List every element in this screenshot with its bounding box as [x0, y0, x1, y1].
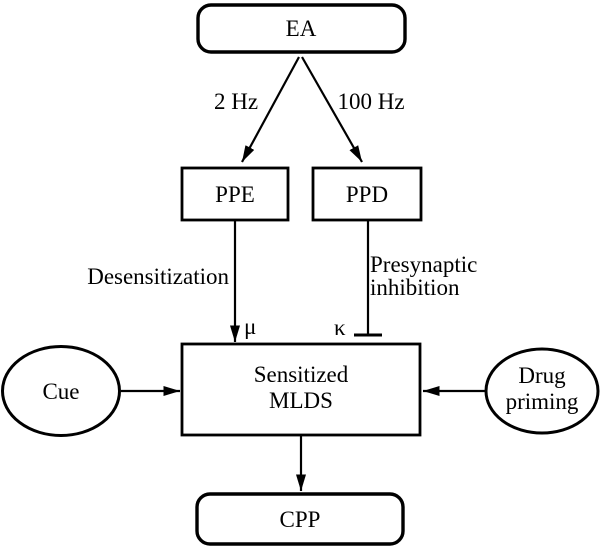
node-drug-label-line2: priming — [506, 389, 579, 414]
arrow-ea-to-ppe — [241, 56, 300, 163]
node-mlds-label-line2: MLDS — [269, 388, 333, 413]
node-ppd — [311, 166, 423, 222]
node-ea — [196, 3, 407, 54]
node-drug-priming — [484, 347, 600, 435]
arrow-ea-to-ppd — [301, 56, 363, 163]
edge-label-desensitization: Desensitization — [87, 264, 229, 289]
node-cue-label: Cue — [42, 379, 79, 404]
edge-label-presynaptic-line1: Presynaptic — [370, 252, 477, 277]
node-cpp-label: CPP — [280, 507, 321, 532]
node-ppd-label: PPD — [346, 182, 388, 207]
edge-label-presynaptic-line2: inhibition — [370, 275, 460, 300]
edge-label-100hz: 100 Hz — [337, 89, 404, 114]
edge-symbol-kappa: κ — [334, 315, 346, 340]
node-sensitized-mlds — [180, 342, 422, 437]
node-ppe — [180, 166, 290, 222]
node-ea-label: EA — [286, 16, 317, 41]
node-drug-label-line1: Drug — [518, 363, 566, 388]
edge-label-2hz: 2 Hz — [214, 89, 258, 114]
edge-symbol-mu: μ — [244, 314, 256, 339]
node-cue — [1, 345, 121, 437]
node-cpp — [195, 492, 405, 546]
node-mlds-label-line1: Sensitized — [254, 362, 349, 387]
node-ppe-label: PPE — [215, 182, 255, 207]
